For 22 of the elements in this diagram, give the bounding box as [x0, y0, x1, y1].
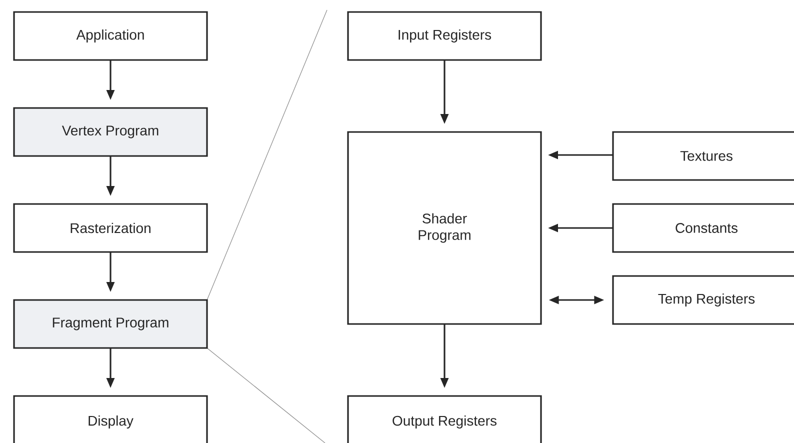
box-label: Input Registers: [398, 29, 492, 43]
process-box: [612, 203, 794, 253]
box-label: Application: [76, 29, 144, 43]
process-box: [612, 275, 794, 325]
process-box: [13, 11, 208, 61]
box-label: Constants: [676, 223, 738, 233]
process-box: [347, 11, 542, 61]
process-box: [13, 107, 208, 157]
process-box: [612, 131, 794, 181]
box-label: Output Registers: [392, 415, 496, 428]
process-box: [13, 203, 208, 253]
box-label: Vertex Program: [62, 126, 158, 138]
box-label: Shader Program: [418, 213, 470, 243]
process-box: [13, 395, 208, 443]
process-box: [13, 299, 208, 349]
process-box: [347, 131, 542, 325]
box-label: Display: [88, 415, 134, 428]
box-label: Textures: [680, 151, 732, 161]
box-label: Rasterization: [70, 222, 150, 234]
process-box: [347, 395, 542, 443]
box-label: Fragment Program: [52, 318, 168, 330]
box-label: Temp Registers: [658, 293, 755, 306]
